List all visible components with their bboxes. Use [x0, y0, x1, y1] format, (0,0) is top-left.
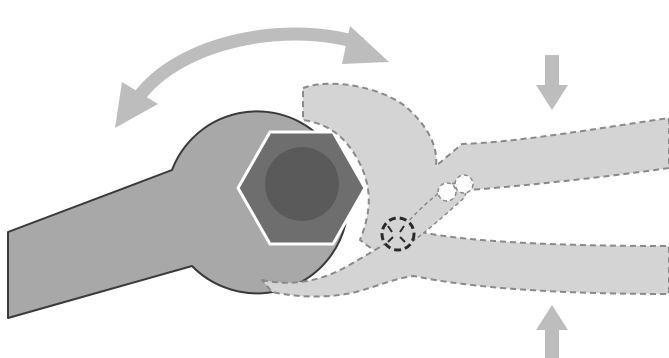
pliers-upper-jaw	[302, 82, 669, 253]
rotation-arrow-icon	[115, 26, 389, 128]
pliers	[261, 82, 669, 298]
pliers-slot-hole-2	[454, 174, 474, 194]
pliers-lower-jaw	[261, 231, 669, 298]
hex-nut	[236, 130, 367, 246]
pliers-pivot-bolt	[380, 216, 416, 252]
arrow-up-icon	[536, 305, 568, 358]
arrow-down-icon	[536, 55, 568, 110]
hex-nut-bore	[265, 147, 339, 221]
pliers-slot-hole-1	[437, 182, 457, 202]
